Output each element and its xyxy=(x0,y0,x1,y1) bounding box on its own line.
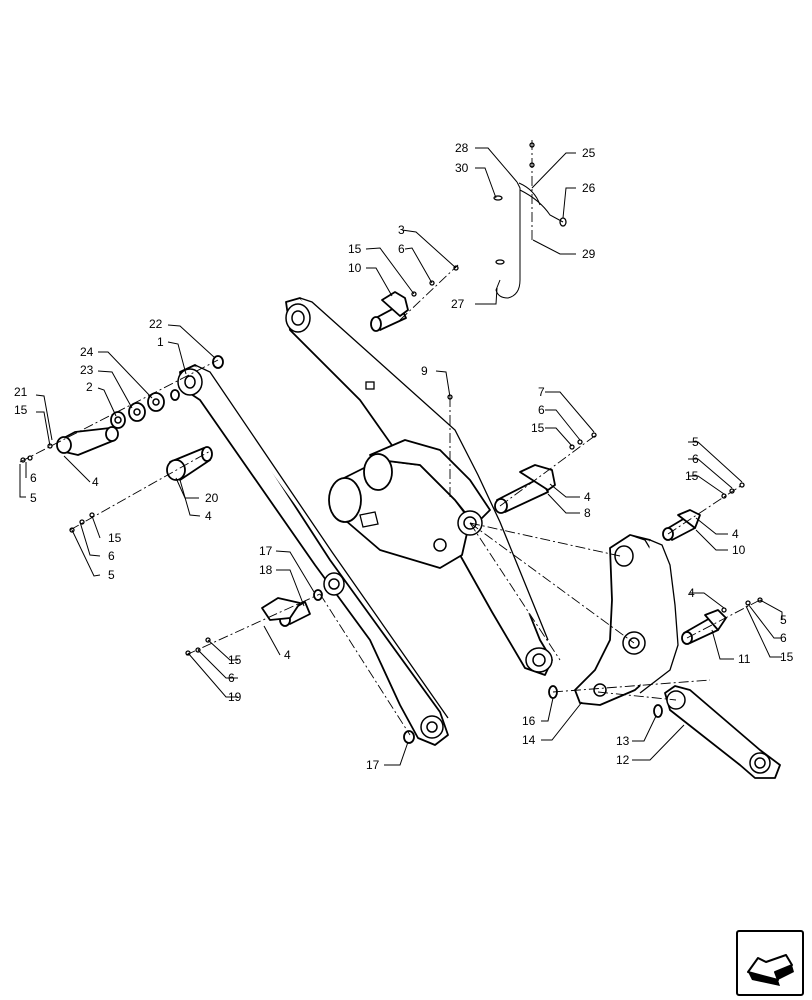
callout-29: 29 xyxy=(582,247,596,261)
pin-top-center xyxy=(370,291,409,332)
callout-23: 23 xyxy=(80,363,94,377)
callout-18: 18 xyxy=(259,563,273,577)
short-link xyxy=(664,685,781,779)
callout-3: 3 xyxy=(398,223,405,237)
callout-10: 10 xyxy=(732,543,746,557)
callout-15: 15 xyxy=(108,531,122,545)
callout-2: 2 xyxy=(86,380,93,394)
callout-labels: 21 15 6 5 4 2 23 24 22 1 20 4 15 6 5 17 … xyxy=(14,141,794,772)
callout-16: 16 xyxy=(522,714,536,728)
callout-7: 7 xyxy=(538,385,545,399)
callout-5: 5 xyxy=(780,613,787,627)
callout-10: 10 xyxy=(348,261,362,275)
callout-17: 17 xyxy=(366,758,380,772)
callout-6: 6 xyxy=(30,471,37,485)
callout-15: 15 xyxy=(228,653,242,667)
callout-15: 15 xyxy=(685,469,699,483)
callout-6: 6 xyxy=(398,242,405,256)
callout-15: 15 xyxy=(14,403,28,417)
callout-24: 24 xyxy=(80,345,94,359)
bell-crank-plate xyxy=(574,534,679,706)
callout-21: 21 xyxy=(14,385,28,399)
callout-6: 6 xyxy=(692,452,699,466)
callout-5: 5 xyxy=(108,568,115,582)
callout-22: 22 xyxy=(149,317,163,331)
pin-right-upper xyxy=(662,509,701,541)
callout-1: 1 xyxy=(157,335,164,349)
callout-25: 25 xyxy=(582,146,596,160)
callout-4: 4 xyxy=(284,648,291,662)
callout-6: 6 xyxy=(108,549,115,563)
pin-middle-lower xyxy=(261,597,311,627)
callout-28: 28 xyxy=(455,141,469,155)
callout-27: 27 xyxy=(451,297,465,311)
pin-left-lower xyxy=(166,446,213,481)
callout-19: 19 xyxy=(228,690,242,704)
leader-lines xyxy=(19,147,783,766)
callout-15: 15 xyxy=(780,650,794,664)
callout-8: 8 xyxy=(584,506,591,520)
callout-5: 5 xyxy=(30,491,37,505)
callout-15: 15 xyxy=(348,242,362,256)
center-axis-lines xyxy=(19,140,761,736)
callout-4: 4 xyxy=(584,490,591,504)
pin-right-lower xyxy=(681,609,727,645)
callout-14: 14 xyxy=(522,733,536,747)
callout-6: 6 xyxy=(228,671,235,685)
next-page-arrow-icon[interactable] xyxy=(736,930,804,996)
callout-26: 26 xyxy=(582,181,596,195)
callout-5: 5 xyxy=(692,435,699,449)
callout-4: 4 xyxy=(688,586,695,600)
callout-12: 12 xyxy=(616,753,630,767)
grease-line xyxy=(495,181,564,299)
callout-20: 20 xyxy=(205,491,219,505)
callout-6: 6 xyxy=(780,631,787,645)
callout-13: 13 xyxy=(616,734,630,748)
callout-4: 4 xyxy=(205,509,212,523)
pin-left-upper xyxy=(56,426,119,456)
callout-4: 4 xyxy=(732,527,739,541)
callout-9: 9 xyxy=(421,364,428,378)
callout-11: 11 xyxy=(738,652,751,666)
callout-15: 15 xyxy=(531,421,545,435)
callout-6: 6 xyxy=(538,403,545,417)
lower-link-arm xyxy=(177,364,449,746)
central-bracket xyxy=(328,439,491,569)
callout-4: 4 xyxy=(92,475,99,489)
callout-30: 30 xyxy=(455,161,469,175)
pin-center-long xyxy=(494,464,556,514)
callout-17: 17 xyxy=(259,544,273,558)
